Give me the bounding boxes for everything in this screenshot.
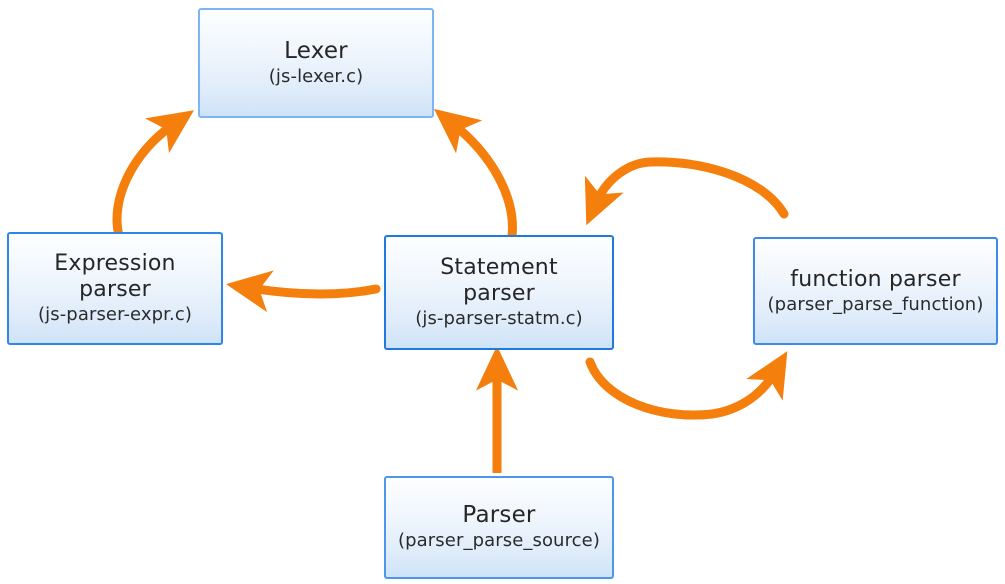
node-statement-parser-title-line1: Statement xyxy=(440,254,558,280)
node-function-parser[interactable]: function parser (parser_parse_function) xyxy=(753,237,998,345)
node-statement-parser-title-line2: parser xyxy=(463,280,535,306)
node-statement-parser-subtitle: (js-parser-statm.c) xyxy=(415,307,583,329)
arrow-statement-to-lexer xyxy=(433,108,517,241)
node-parser[interactable]: Parser (parser_parse_source) xyxy=(384,476,614,579)
node-expression-parser[interactable]: Expression parser (js-parser-expr.c) xyxy=(7,232,223,345)
arrow-function-to-statement xyxy=(584,157,789,226)
node-expression-parser-title-line2: parser xyxy=(79,276,151,302)
arrow-statement-to-function xyxy=(585,351,788,420)
arrow-statement-to-expression xyxy=(226,270,381,313)
node-expression-parser-subtitle: (js-parser-expr.c) xyxy=(38,303,192,325)
node-parser-title: Parser xyxy=(462,502,536,528)
node-lexer-title: Lexer xyxy=(284,37,348,64)
arrow-expression-to-lexer xyxy=(112,110,194,241)
node-lexer[interactable]: Lexer (js-lexer.c) xyxy=(198,8,434,118)
node-lexer-subtitle: (js-lexer.c) xyxy=(268,65,364,87)
node-function-parser-subtitle: (parser_parse_function) xyxy=(767,293,984,315)
node-parser-subtitle: (parser_parse_source) xyxy=(398,530,600,551)
node-statement-parser[interactable]: Statement parser (js-parser-statm.c) xyxy=(384,235,614,350)
node-expression-parser-title-line1: Expression xyxy=(54,250,176,276)
node-function-parser-title: function parser xyxy=(790,266,961,292)
